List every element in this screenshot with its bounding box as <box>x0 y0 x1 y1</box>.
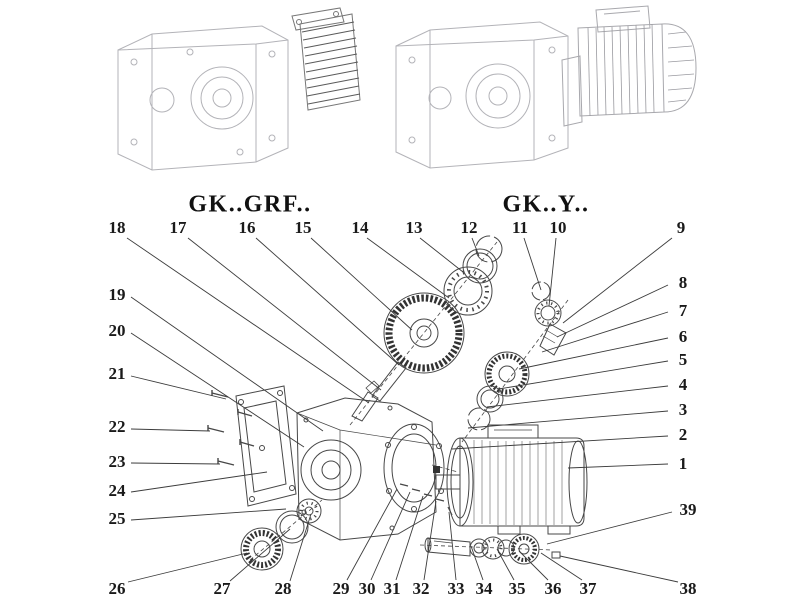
leader-line-14 <box>366 237 450 299</box>
leader-line-28 <box>289 513 312 582</box>
leader-line-25 <box>130 508 287 521</box>
leader-line-22 <box>130 428 211 432</box>
leader-line-23 <box>130 462 221 465</box>
leader-line-38 <box>559 555 679 583</box>
part-number-19: 19 <box>108 285 126 304</box>
part-number-22: 22 <box>108 417 126 436</box>
part-number-20: 20 <box>108 321 126 340</box>
input-shaft-parts <box>424 533 561 565</box>
leader-line-20 <box>130 332 305 448</box>
leader-line-24 <box>130 471 268 493</box>
flange-studs <box>399 483 453 516</box>
leader-line-2 <box>451 435 669 450</box>
leader-line-7 <box>541 311 669 353</box>
part-number-35: 35 <box>508 579 526 598</box>
part-number-6: 6 <box>678 327 688 346</box>
leader-line-11 <box>523 237 542 291</box>
part-number-17: 17 <box>169 218 187 237</box>
part-number-39: 39 <box>679 500 697 519</box>
leader-line-30 <box>370 491 411 581</box>
part-number-11: 11 <box>511 218 529 237</box>
input-pinion-stack <box>467 281 567 431</box>
leader-line-21 <box>130 375 227 400</box>
part-number-21: 21 <box>108 364 126 383</box>
part-number-4: 4 <box>678 375 688 394</box>
part-number-31: 31 <box>383 579 401 598</box>
part-number-7: 7 <box>678 301 688 320</box>
output-shaft <box>351 361 407 422</box>
part-number-36: 36 <box>544 579 562 598</box>
part-number-15: 15 <box>294 218 312 237</box>
part-number-14: 14 <box>351 218 369 237</box>
leader-line-15 <box>310 237 413 331</box>
leader-line-6 <box>518 337 669 370</box>
leader-line-12 <box>471 237 480 257</box>
leader-line-9 <box>562 237 673 324</box>
leader-line-10 <box>548 237 557 307</box>
leader-line-31 <box>395 495 424 581</box>
leader-line-32 <box>423 500 437 581</box>
part-number-1: 1 <box>678 454 688 473</box>
leader-line-5 <box>498 360 669 390</box>
variant-label-gk-y: GK..Y.. <box>502 191 590 218</box>
part-number-34: 34 <box>475 579 493 598</box>
part-number-23: 23 <box>108 452 126 471</box>
part-number-18: 18 <box>108 218 126 237</box>
leader-line-37 <box>540 552 583 581</box>
leader-line-13 <box>419 237 464 273</box>
leader-line-16 <box>255 237 400 366</box>
part-number-2: 2 <box>678 425 688 444</box>
flange-plate <box>235 385 297 507</box>
leader-line-39 <box>546 511 673 545</box>
leader-line-1 <box>567 463 669 469</box>
motor <box>435 424 588 535</box>
leader-line-33 <box>448 511 457 581</box>
part-number-29: 29 <box>332 579 350 598</box>
leader-line-4 <box>486 385 669 408</box>
part-number-25: 25 <box>108 509 126 528</box>
gearbox-grf-drawing <box>117 7 361 171</box>
part-number-37: 37 <box>579 579 597 598</box>
leader-line-8 <box>556 284 669 338</box>
leader-line-27 <box>229 528 291 582</box>
leader-line-29 <box>346 488 398 581</box>
part-number-16: 16 <box>238 218 256 237</box>
leader-lines <box>126 237 679 583</box>
part-number-12: 12 <box>460 218 478 237</box>
part-number-3: 3 <box>678 400 688 419</box>
part-number-24: 24 <box>108 481 126 500</box>
leader-line-18 <box>126 237 370 404</box>
leader-line-35 <box>496 548 515 581</box>
part-number-38: 38 <box>679 579 697 598</box>
output-bearing-stack <box>443 235 503 316</box>
part-number-28: 28 <box>274 579 292 598</box>
screws <box>207 390 255 466</box>
part-number-30: 30 <box>358 579 376 598</box>
part-number-32: 32 <box>412 579 430 598</box>
output-gear <box>383 292 465 374</box>
part-number-13: 13 <box>405 218 423 237</box>
leader-line-19 <box>130 296 324 432</box>
housing <box>296 397 445 541</box>
part-number-33: 33 <box>447 579 465 598</box>
gearbox-y-drawing <box>395 5 697 169</box>
part-number-5: 5 <box>678 350 688 369</box>
part-number-26: 26 <box>108 579 126 598</box>
variant-label-gk-grf: GK..GRF.. <box>188 191 312 218</box>
seal-bearing-cluster <box>240 498 322 571</box>
leader-line-17 <box>187 237 382 391</box>
leader-line-34 <box>470 545 484 581</box>
leader-line-3 <box>467 410 669 429</box>
part-number-9: 9 <box>676 218 686 237</box>
leader-line-26 <box>127 552 248 583</box>
part-number-27: 27 <box>213 579 231 598</box>
exploded-view <box>207 235 588 571</box>
part-number-8: 8 <box>678 273 688 292</box>
leader-line-36 <box>518 550 549 581</box>
part-number-10: 10 <box>549 218 567 237</box>
